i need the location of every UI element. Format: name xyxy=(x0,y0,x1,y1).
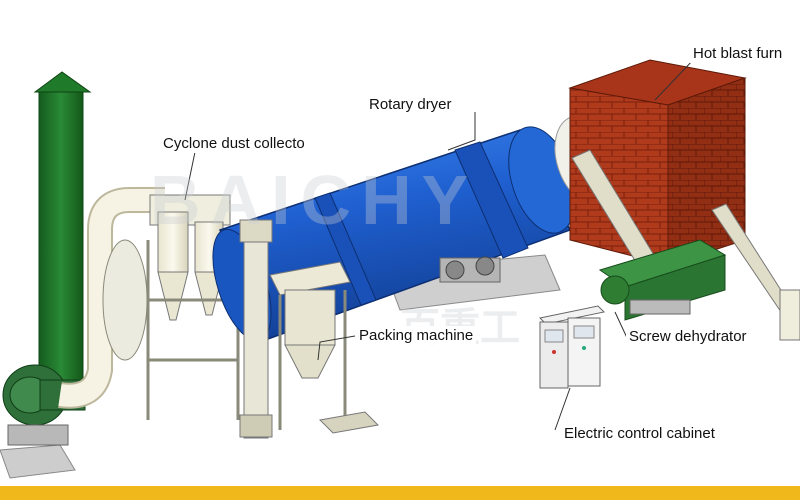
accent-bar xyxy=(0,486,800,500)
chimney xyxy=(33,71,92,393)
bucket-elevator xyxy=(239,219,273,439)
label-packing-machine: Packing machine xyxy=(356,326,477,345)
electric-control-cabinet xyxy=(538,305,606,389)
watermark-brand: BAICHY xyxy=(150,161,479,239)
label-cyclone-dust-collector: Cyclone dust collecto xyxy=(160,134,308,153)
label-hot-blast-furnace: Hot blast furn xyxy=(690,44,786,63)
label-screw-dehydrator: Screw dehydrator xyxy=(626,327,750,346)
screw-dehydrator xyxy=(598,239,727,321)
feed-conveyor xyxy=(571,149,800,341)
label-rotary-dryer: Rotary dryer xyxy=(366,95,455,114)
label-electric-control-cabinet: Electric control cabinet xyxy=(561,424,718,443)
exhaust-duct xyxy=(58,187,165,409)
packing-machine xyxy=(269,261,380,434)
induced-draft-fan xyxy=(2,364,86,446)
